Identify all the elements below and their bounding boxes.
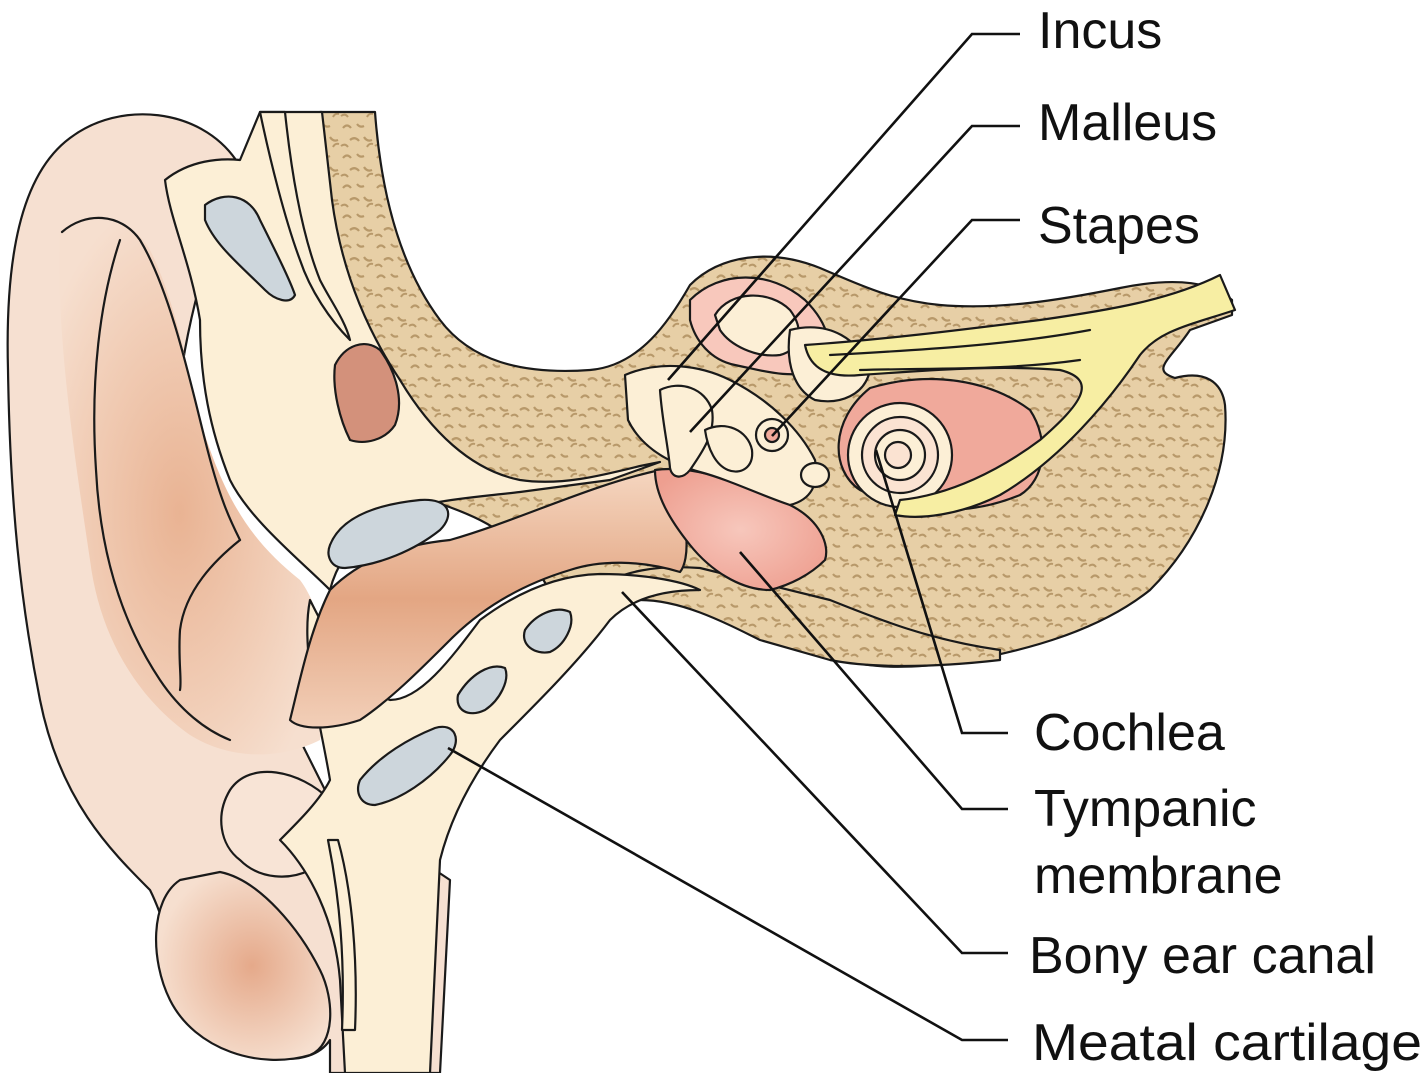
cartilage-hole [456, 665, 508, 715]
cartilage-hole [522, 608, 573, 654]
label-cochlea: Cochlea [1034, 704, 1225, 762]
vestibulocochlear-nerve [803, 273, 1237, 518]
label-malleus: Malleus [1038, 94, 1217, 152]
malleus-leader [689, 124, 1020, 433]
leader-lines [447, 32, 1020, 1042]
label-meatal-cartilage: Meatal cartilage [1032, 1014, 1422, 1072]
labels: Incus Malleus Stapes Cochlea Tympanic me… [1029, 2, 1422, 1072]
earlobe [155, 870, 332, 1061]
cochlea-leader [874, 449, 1008, 735]
tympanic-leader [739, 551, 1008, 811]
cochlea-spiral [846, 401, 954, 509]
stapes-leader [771, 218, 1020, 437]
upper-cartilage [163, 110, 662, 592]
middle-inner-ear [623, 273, 1237, 592]
nerve-border [828, 328, 1092, 372]
oval-window [799, 461, 831, 489]
cartilage-hole [357, 725, 457, 807]
crus [178, 538, 242, 692]
antihelix [60, 216, 242, 542]
label-bony-ear-canal: Bony ear canal [1029, 927, 1376, 985]
muscle-patch [333, 343, 401, 443]
label-tympanic-line1: Tympanic [1034, 780, 1257, 838]
cartilage-hole [327, 498, 450, 570]
antihelix-inner [93, 238, 232, 742]
lower-cartilage-slit [326, 838, 357, 1032]
bony-canal-leader [621, 591, 1008, 955]
label-stapes: Stapes [1038, 197, 1200, 255]
incus-bone [703, 425, 754, 473]
label-tympanic-line2: membrane [1034, 847, 1283, 905]
meatal-cartilage-leader [447, 746, 1008, 1042]
concha-shading [59, 218, 326, 755]
ear-canal [288, 468, 688, 729]
cartilage-holes [203, 195, 573, 807]
label-incus: Incus [1038, 2, 1162, 60]
incus-leader [667, 32, 1020, 381]
cartilage-strip [258, 110, 352, 342]
malleus-bone [658, 384, 714, 478]
cartilage-hole [203, 195, 297, 302]
